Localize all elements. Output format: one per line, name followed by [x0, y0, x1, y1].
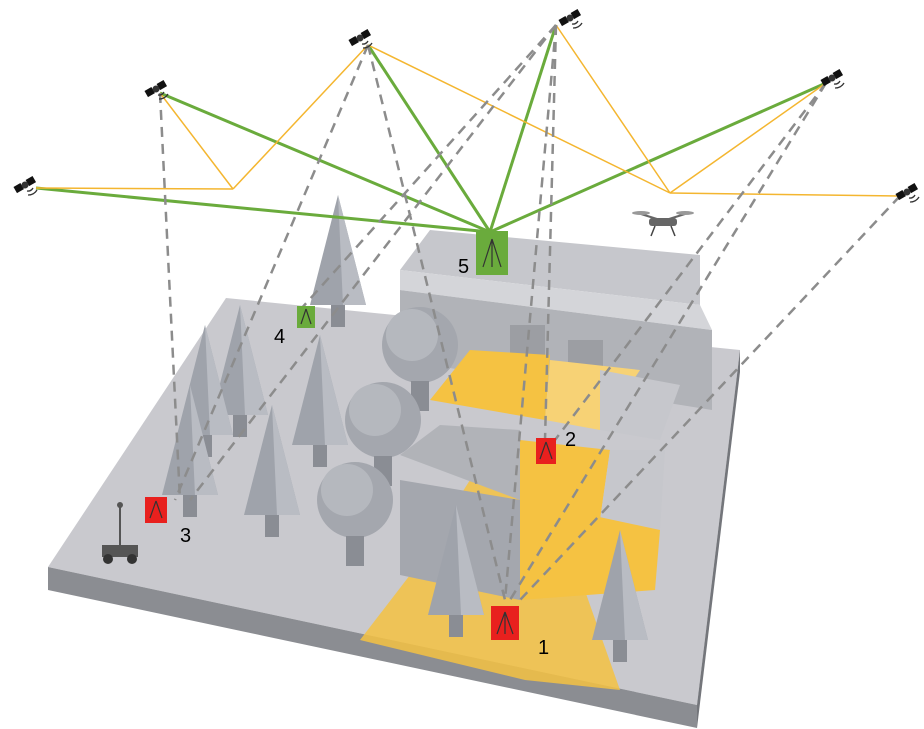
- receiver-4: [297, 306, 315, 328]
- receiver-label-3: 3: [180, 525, 191, 547]
- signal-lines: [35, 24, 901, 601]
- receiver-1: [491, 606, 519, 640]
- receiver-3: [145, 497, 167, 523]
- receiver-5: [476, 231, 508, 275]
- drone-icon: [632, 211, 694, 237]
- rover-icon: [102, 502, 138, 564]
- satellite-icon: [894, 182, 920, 203]
- receiver-label-5: 5: [458, 256, 469, 278]
- receiver-2: [536, 438, 556, 464]
- receiver-label-1: 1: [538, 637, 549, 659]
- receiver-label-4: 4: [274, 326, 285, 348]
- satellite-icon: [557, 8, 583, 29]
- satellites: [12, 8, 920, 203]
- satellite-icon: [819, 68, 845, 89]
- satellite-icon: [12, 175, 38, 196]
- receiver-label-2: 2: [565, 429, 576, 451]
